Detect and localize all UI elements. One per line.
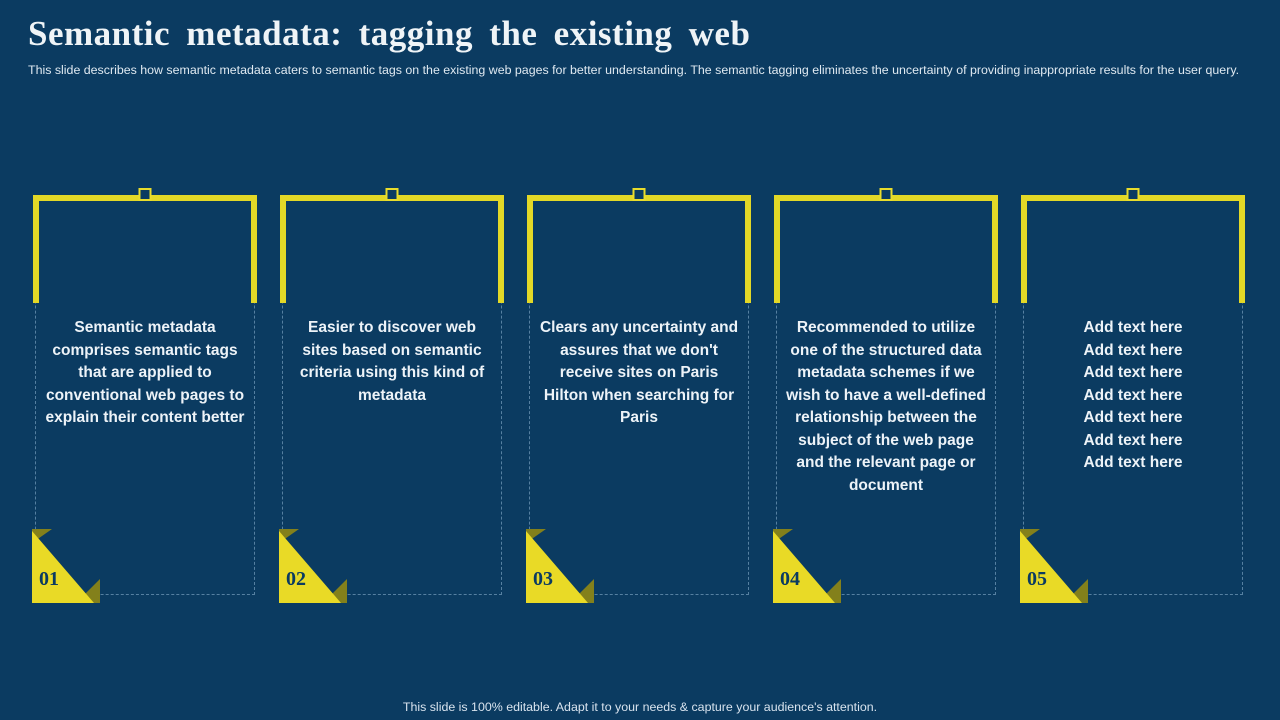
resize-handle-square (385, 188, 399, 201)
card-frame-bracket (1021, 195, 1245, 303)
triangle-main (32, 531, 94, 603)
card-3: Clears any uncertainty and assures that … (526, 188, 751, 603)
number-triangle: 05 (1014, 529, 1088, 603)
card-number: 03 (533, 568, 553, 590)
card-number: 05 (1027, 568, 1047, 590)
number-triangle: 03 (520, 529, 594, 603)
card-text: Easier to discover web sites based on se… (299, 319, 485, 404)
card-number: 01 (39, 568, 59, 590)
card-frame-bracket (774, 195, 998, 303)
triangle-main (1020, 531, 1082, 603)
card-2: Easier to discover web sites based on se… (279, 188, 504, 603)
corner-triangle-icon (526, 529, 594, 603)
card-4: Recommended to utilize one of the struct… (773, 188, 998, 603)
number-triangle: 02 (273, 529, 347, 603)
slide-title: Semantic metadata: tagging the existing … (28, 14, 751, 53)
corner-triangle-icon (279, 529, 347, 603)
triangle-main (773, 531, 835, 603)
footer-note: This slide is 100% editable. Adapt it to… (402, 700, 878, 714)
triangle-main (526, 531, 588, 603)
cards-row: Semantic metadata comprises semantic tag… (32, 188, 1245, 603)
number-triangle: 04 (767, 529, 841, 603)
resize-handle-square (632, 188, 646, 201)
card-number: 02 (286, 568, 306, 590)
card-5: Add text here Add text here Add text her… (1020, 188, 1245, 603)
card-text: Semantic metadata comprises semantic tag… (45, 319, 245, 426)
card-frame-bracket (280, 195, 504, 303)
card-text: Recommended to utilize one of the struct… (786, 319, 986, 494)
card-number: 04 (780, 568, 800, 590)
card-frame-bracket (527, 195, 751, 303)
card-frame-bracket (33, 195, 257, 303)
number-triangle: 01 (26, 529, 100, 603)
resize-handle-square (138, 188, 152, 201)
card-1: Semantic metadata comprises semantic tag… (32, 188, 257, 603)
corner-triangle-icon (773, 529, 841, 603)
card-text: Clears any uncertainty and assures that … (539, 319, 739, 426)
corner-triangle-icon (32, 529, 100, 603)
triangle-main (279, 531, 341, 603)
card-text: Add text here Add text here Add text her… (1083, 319, 1183, 471)
slide-subtitle: This slide describes how semantic metada… (28, 63, 1240, 77)
resize-handle-square (879, 188, 893, 201)
corner-triangle-icon (1020, 529, 1088, 603)
resize-handle-square (1126, 188, 1140, 201)
